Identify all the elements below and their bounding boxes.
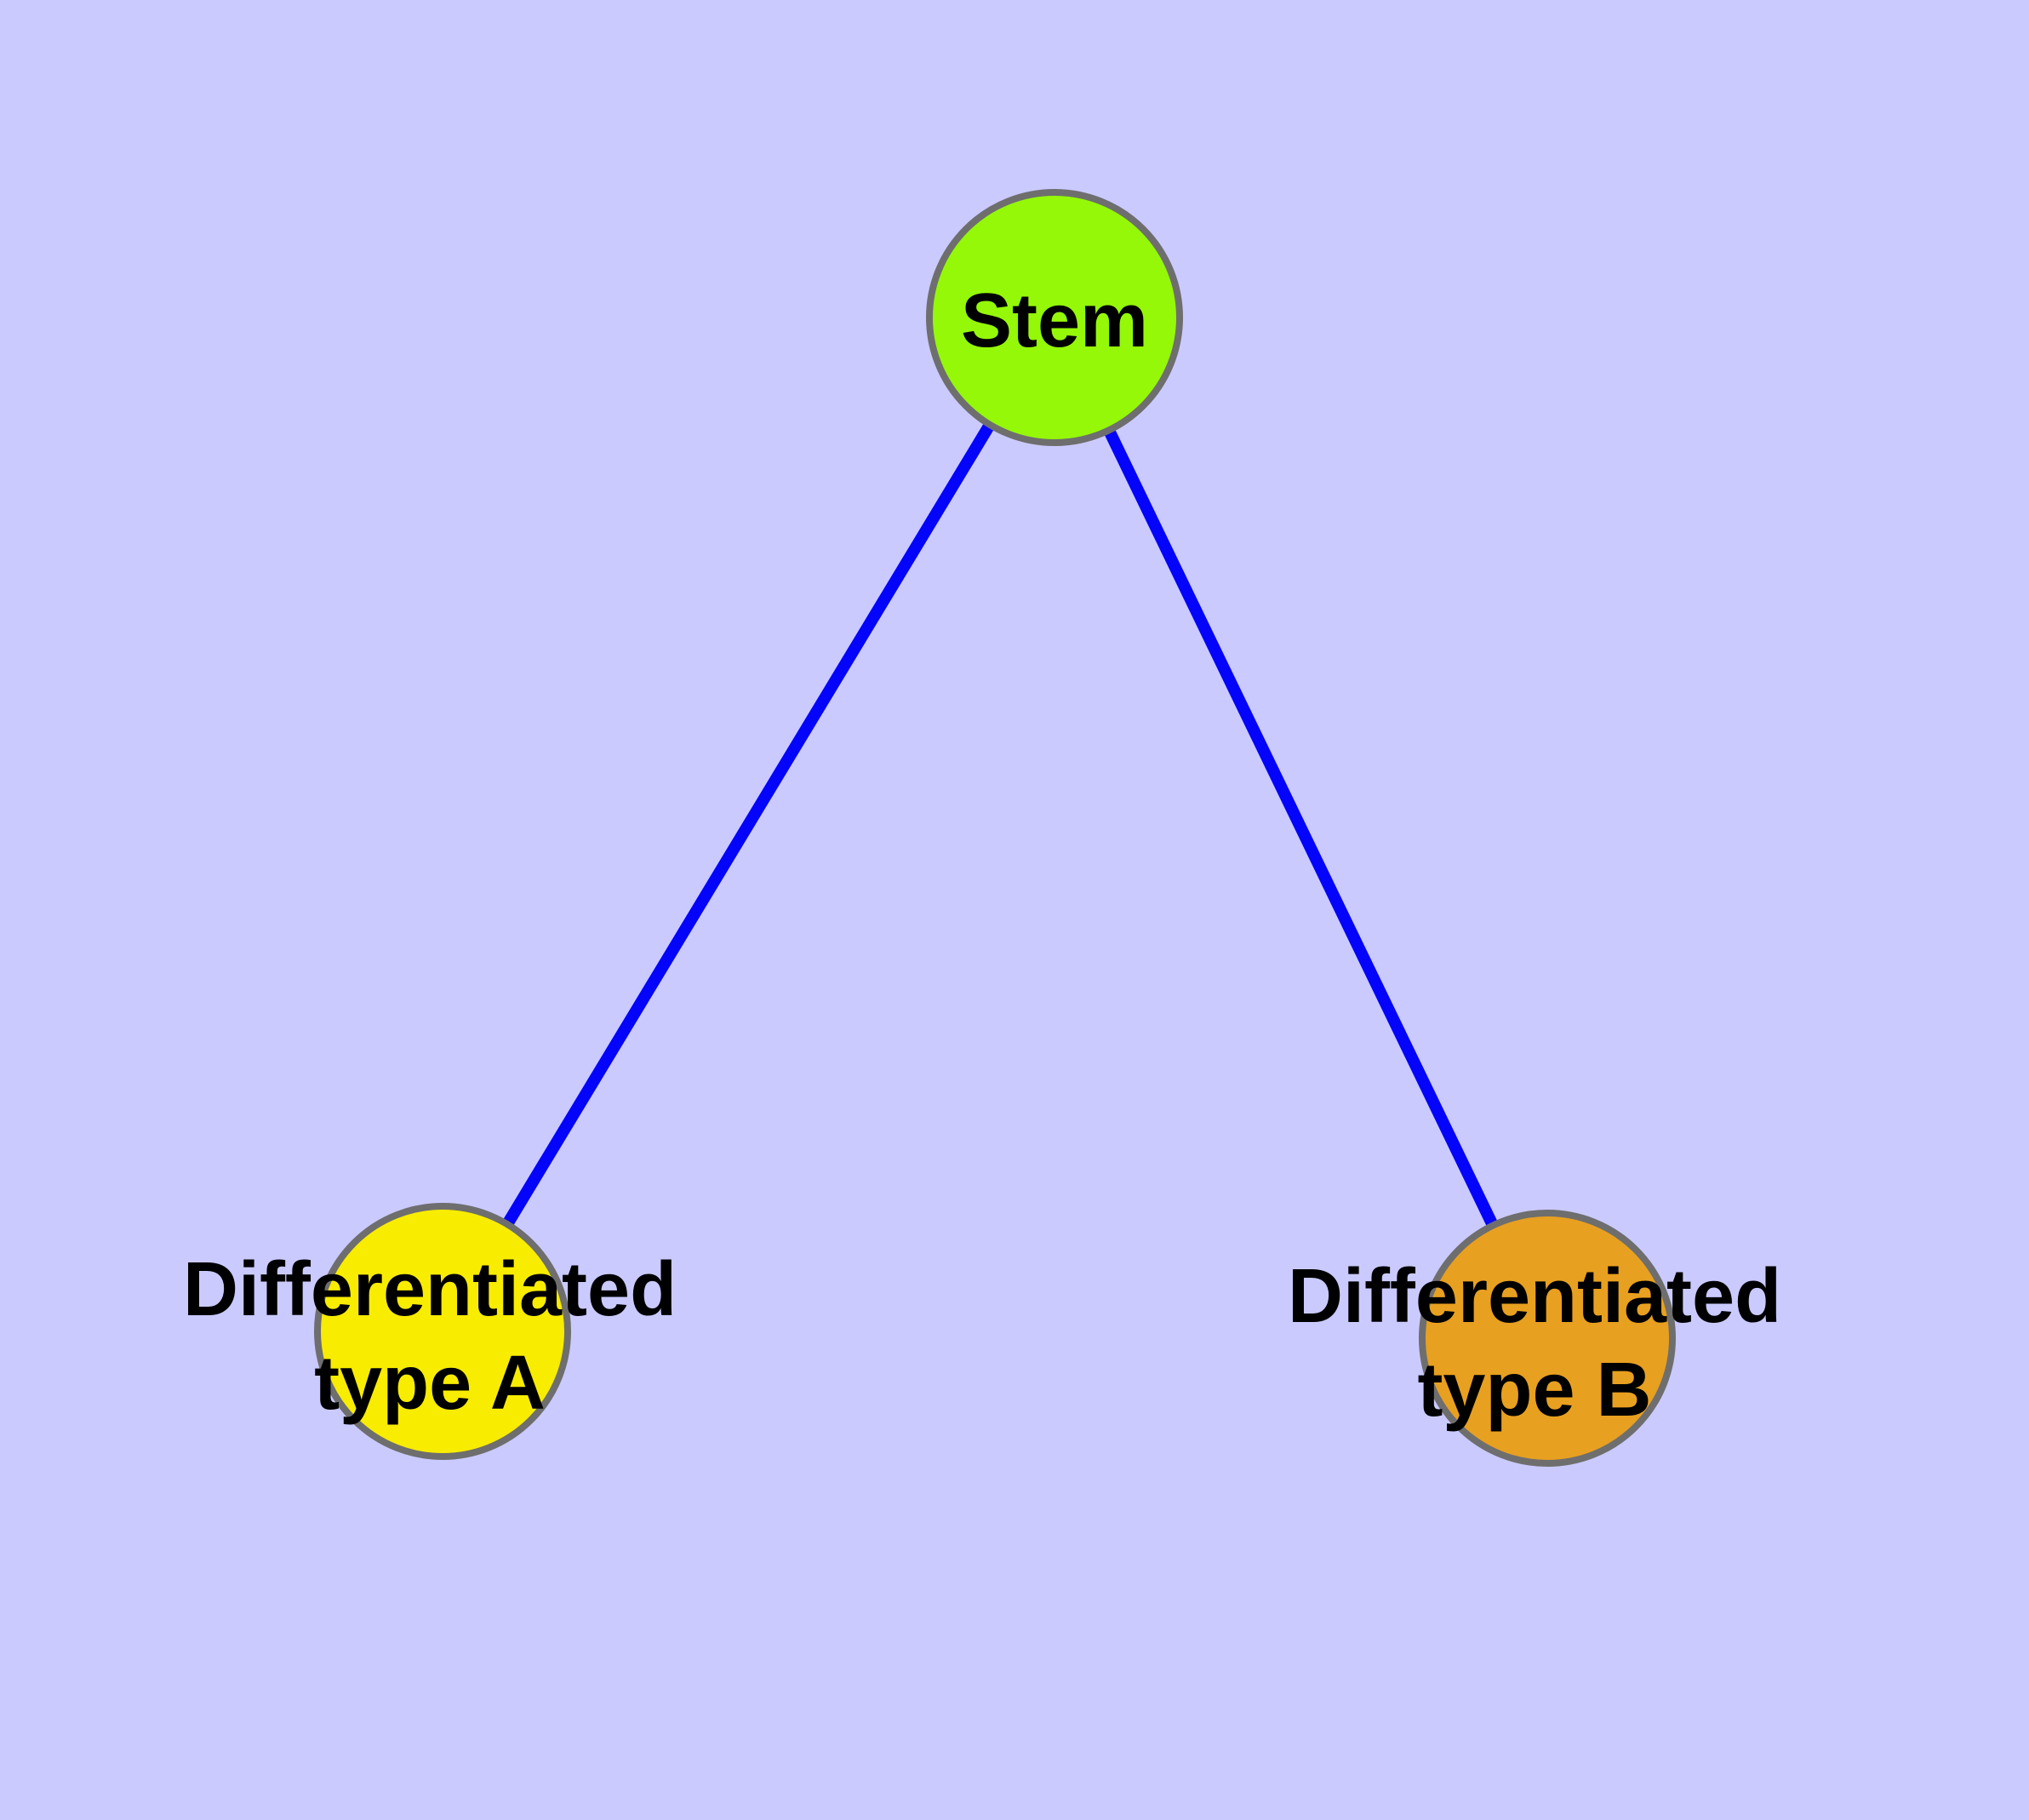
node-stem[interactable] (926, 189, 1183, 446)
edge-stem-to-differentiated-type-b[interactable] (1049, 314, 1553, 1342)
node-label-line: Differentiated (1287, 1254, 1782, 1339)
edge-stem-to-differentiated-type-a[interactable] (437, 314, 1060, 1335)
node-label-line: type A (314, 1341, 546, 1426)
node-differentiated-type-b-label[interactable]: Differentiated type B (1288, 1250, 1781, 1437)
node-differentiated-type-a-label[interactable]: Differentiated type A (183, 1243, 677, 1430)
node-differentiated-type-b[interactable] (1419, 1210, 1676, 1467)
node-label-line: type B (1417, 1348, 1652, 1433)
node-label-line: Differentiated (182, 1247, 677, 1332)
node-label-line: Stem (960, 278, 1149, 363)
node-stem-label[interactable]: Stem (961, 274, 1148, 368)
node-differentiated-type-a[interactable] (314, 1203, 571, 1460)
